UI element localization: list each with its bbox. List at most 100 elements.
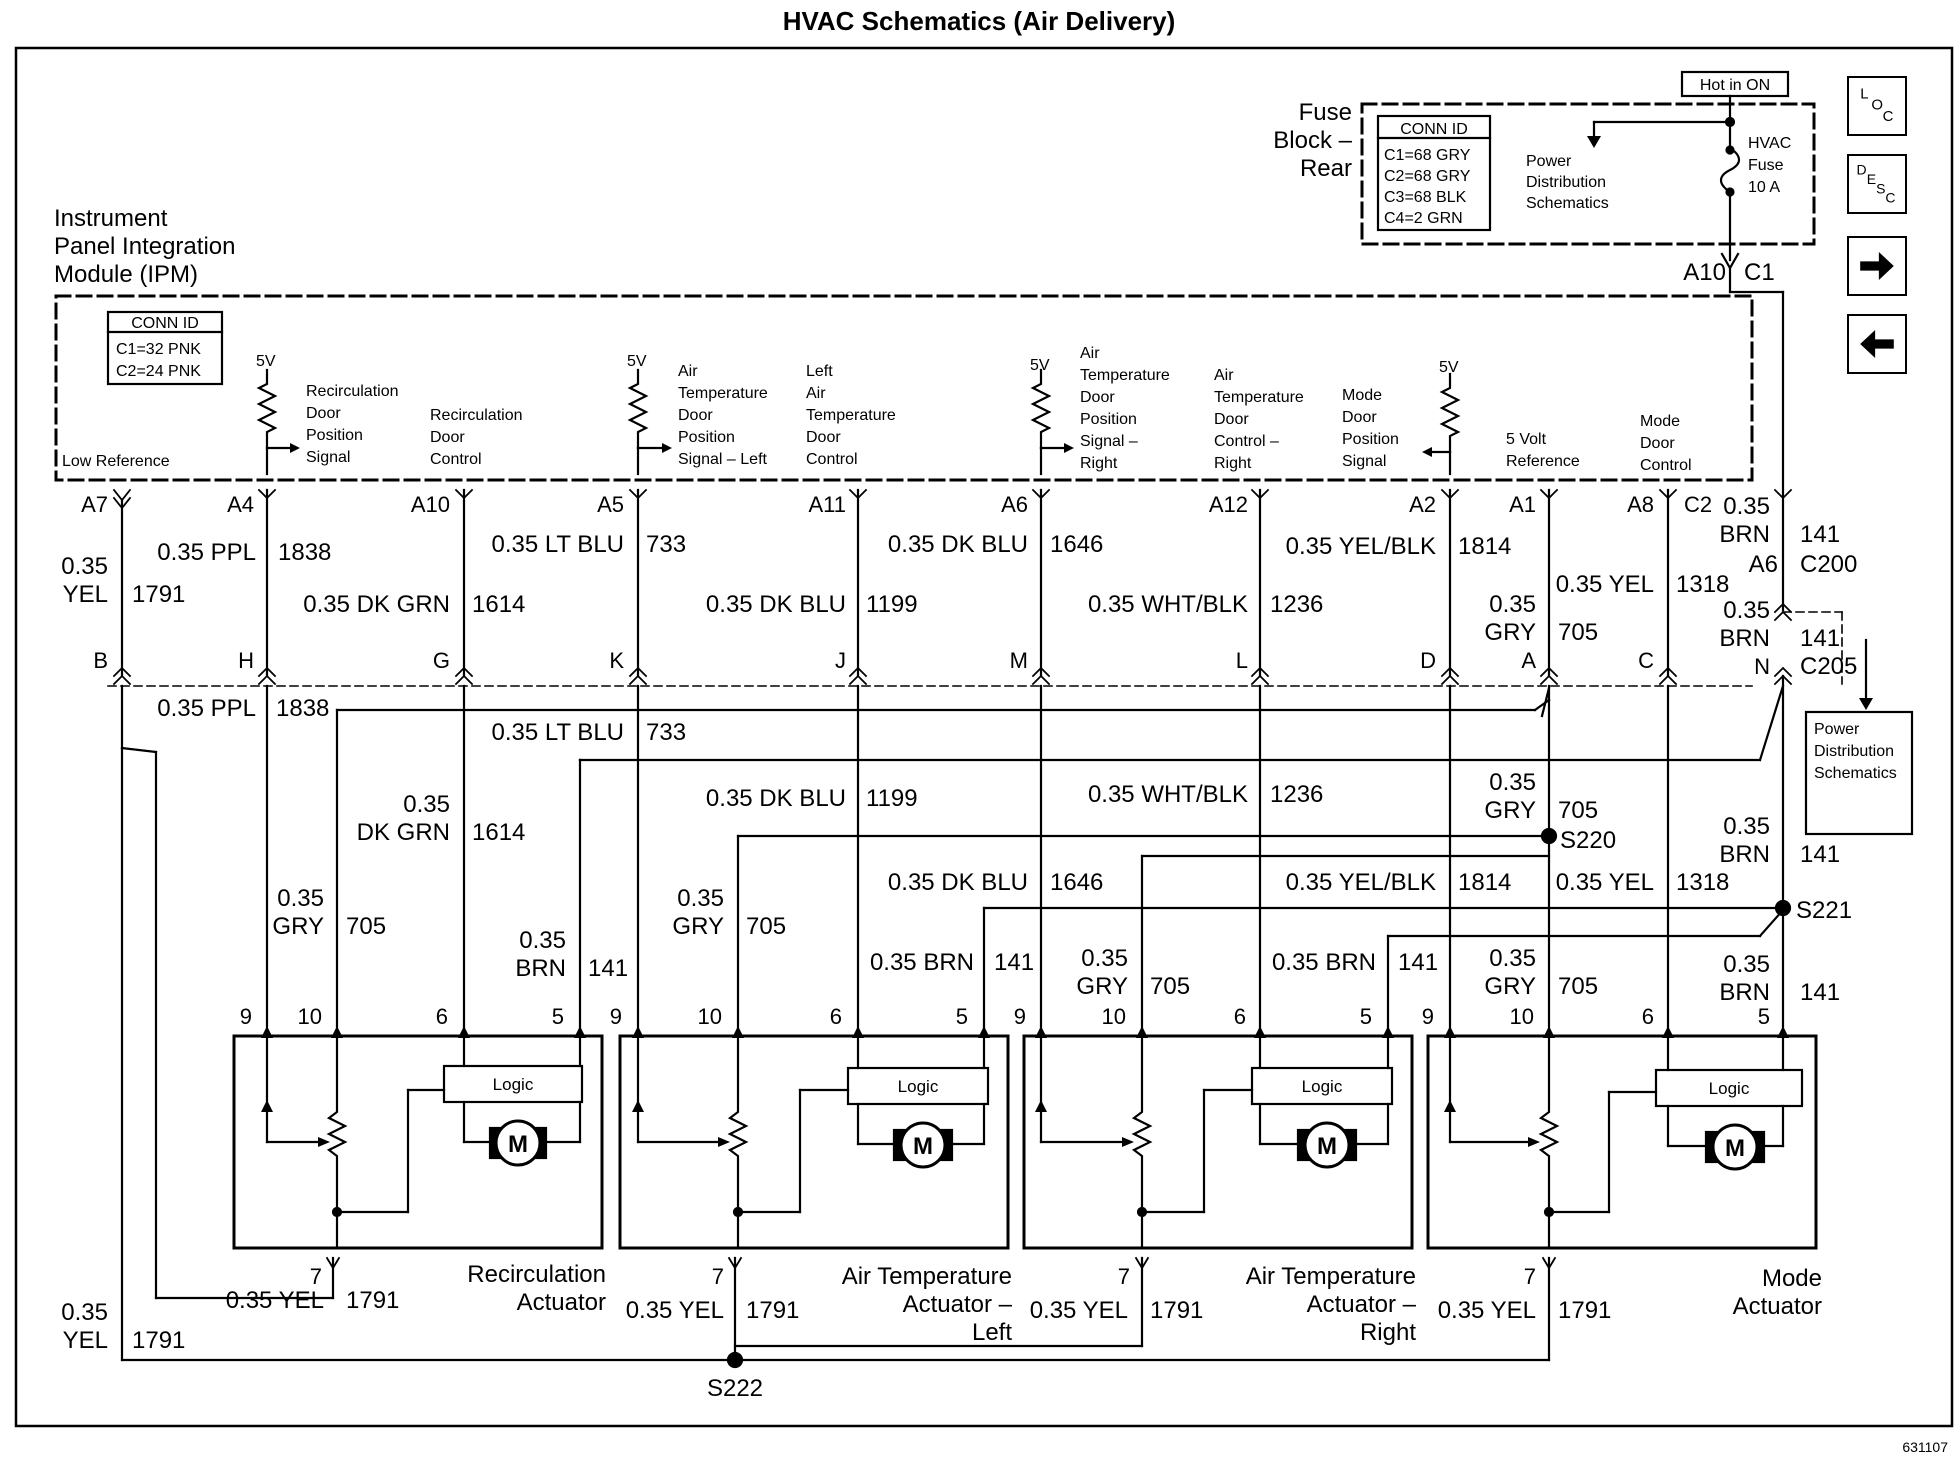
a4-pin-9: 9 xyxy=(1422,1004,1434,1029)
fuse-conn-1: C1=68 GRY xyxy=(1384,147,1471,164)
a2-name-2: Actuator – xyxy=(903,1291,1013,1318)
splice-s221: S221 xyxy=(1796,897,1852,924)
sig-left-air-ctrl-5: Control xyxy=(806,451,858,468)
pin-a8: A8 xyxy=(1627,492,1654,517)
a2-motor-icon: M xyxy=(913,1133,933,1160)
a2-yel-label: 0.35 YEL xyxy=(626,1297,724,1324)
sig-recirc-pos-3: Position xyxy=(306,427,363,444)
lw-141-circuit: 141 xyxy=(1800,841,1840,868)
pin-l: L xyxy=(1236,648,1248,673)
page-title: HVAC Schematics (Air Delivery) xyxy=(783,6,1176,36)
sig-air-right-pos-6: Right xyxy=(1080,455,1118,472)
lw-733-label: 0.35 LT BLU xyxy=(491,719,624,746)
uw-1814-circuit: 1814 xyxy=(1458,533,1511,560)
fuse-block-outline xyxy=(1360,102,1816,246)
a3-pin-5: 5 xyxy=(1360,1004,1372,1029)
c200-name: C200 xyxy=(1800,551,1857,578)
sig-5v-ref-2: Reference xyxy=(1506,453,1580,470)
desc-letter-e: E xyxy=(1867,171,1876,187)
fuse-block-label-2: Block – xyxy=(1273,127,1352,154)
lw-1199-label: 0.35 DK BLU xyxy=(706,785,846,812)
uw-1814-label: 0.35 YEL/BLK xyxy=(1286,533,1436,560)
loc-letter-l: L xyxy=(1860,86,1868,103)
ipm-title-1: Instrument xyxy=(54,205,168,232)
lw-1838-circuit: 1838 xyxy=(276,695,329,722)
pin-h: H xyxy=(238,648,254,673)
a4-brn-gauge: 0.35 xyxy=(1723,951,1770,978)
a2-pin-10: 10 xyxy=(698,1004,722,1029)
lw-1236-label: 0.35 WHT/BLK xyxy=(1088,781,1248,808)
sig-air-left-pos-2: Temperature xyxy=(678,385,768,402)
a4-yel-label: 0.35 YEL xyxy=(1438,1297,1536,1324)
sig-air-right-pos-1: Air xyxy=(1080,345,1100,362)
a1-brn-gauge: 0.35 xyxy=(519,927,566,954)
lw-705-circuit: 705 xyxy=(1558,797,1598,824)
a1-logic: Logic xyxy=(493,1075,534,1094)
pds-box-right xyxy=(1804,710,1914,836)
prev-page-button[interactable] xyxy=(1847,314,1907,374)
a3-gry-color: GRY xyxy=(1076,973,1128,1000)
uw-1236-label: 0.35 WHT/BLK xyxy=(1088,591,1248,618)
sig-air-right-pos-5: Signal – xyxy=(1080,433,1138,450)
diagram-frame xyxy=(14,46,1954,1428)
a1-gry-circuit: 705 xyxy=(346,913,386,940)
a1-name-2: Actuator xyxy=(517,1289,606,1316)
a4-logic: Logic xyxy=(1709,1079,1750,1098)
lw-1646-circuit: 1646 xyxy=(1050,869,1103,896)
ipm-conn-title: CONN ID xyxy=(131,315,199,332)
fuse-pds-3: Schematics xyxy=(1526,195,1609,212)
a1-name-1: Recirculation xyxy=(467,1261,606,1288)
a2-name-1: Air Temperature xyxy=(842,1263,1012,1290)
loc-letter-c: C xyxy=(1883,108,1894,125)
pin-a1: A1 xyxy=(1509,492,1536,517)
a4-brn-color: BRN xyxy=(1719,979,1770,1006)
a2-name-3: Left xyxy=(972,1319,1012,1346)
a1-pin-7: 7 xyxy=(310,1264,322,1289)
uw-1199-circuit: 1199 xyxy=(866,591,918,618)
sig-5v-ref-1: 5 Volt xyxy=(1506,431,1547,448)
a4-gry-gauge: 0.35 xyxy=(1489,945,1536,972)
sig-mode-pos-4: Signal xyxy=(1342,453,1386,470)
bottom-yel-color: YEL xyxy=(63,1327,108,1354)
sig-air-right-ctrl-5: Right xyxy=(1214,455,1252,472)
a3-gry-gauge: 0.35 xyxy=(1081,945,1128,972)
five-v-1: 5V xyxy=(256,353,276,370)
a2-gry-gauge: 0.35 xyxy=(677,885,724,912)
c200-pin: A6 xyxy=(1749,551,1778,578)
sig-air-left-pos-4: Position xyxy=(678,429,735,446)
desc-letter-s: S xyxy=(1876,180,1885,196)
uw-1614-label: 0.35 DK GRN xyxy=(303,591,450,618)
sig-air-right-ctrl-3: Door xyxy=(1214,411,1249,428)
pin-a: A xyxy=(1521,648,1536,673)
right-arrow-icon xyxy=(1860,252,1894,280)
air-temp-right-actuator-box xyxy=(1022,1034,1414,1250)
sig-air-right-pos-4: Position xyxy=(1080,411,1137,428)
a3-pin-10: 10 xyxy=(1102,1004,1126,1029)
a1-pin-5: 5 xyxy=(552,1004,564,1029)
uw-141-circuit: 141 xyxy=(1800,521,1840,548)
pin-a5: A5 xyxy=(597,492,624,517)
five-v-2: 5V xyxy=(627,353,647,370)
sig-left-air-ctrl-4: Door xyxy=(806,429,841,446)
desc-button[interactable]: D E S C xyxy=(1847,154,1907,214)
a2-pin-6: 6 xyxy=(830,1004,842,1029)
loc-button[interactable]: L O C xyxy=(1847,76,1907,136)
next-page-button[interactable] xyxy=(1847,236,1907,296)
mode-actuator-box xyxy=(1426,1034,1818,1250)
a4-motor-icon: M xyxy=(1725,1135,1745,1162)
lw-1838-label: 0.35 PPL xyxy=(157,695,256,722)
lw-1614-gauge: 0.35 xyxy=(403,791,450,818)
uw-1838-circuit: 1838 xyxy=(278,539,331,566)
a4-gry-color: GRY xyxy=(1484,973,1536,1000)
pin-n: N xyxy=(1754,654,1770,679)
sig-air-left-pos-5: Signal – Left xyxy=(678,451,768,468)
sig-air-left-pos-3: Door xyxy=(678,407,713,424)
a4-pin-10: 10 xyxy=(1510,1004,1534,1029)
ipm-conn-1: C1=32 PNK xyxy=(116,341,201,358)
bottom-yel-gauge: 0.35 xyxy=(61,1299,108,1326)
fuse-label-2: Fuse xyxy=(1748,157,1784,174)
a3-motor-icon: M xyxy=(1317,1133,1337,1160)
desc-letter-c: C xyxy=(1885,190,1895,206)
sig-mode-ctrl-2: Door xyxy=(1640,435,1675,452)
